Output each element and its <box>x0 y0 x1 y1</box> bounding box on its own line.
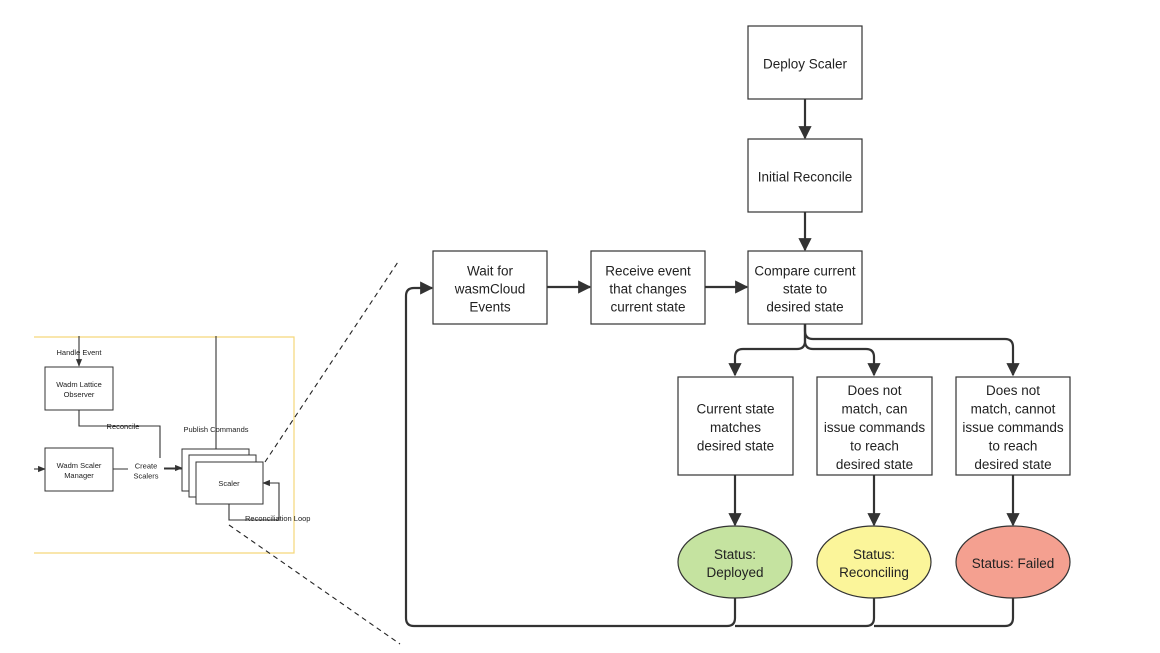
initial-reconcile-label: Initial Reconcile <box>758 169 853 184</box>
scaler-label: Scaler <box>218 479 240 488</box>
branch-to-cannot-issue-arrow <box>803 324 1020 377</box>
reconciliation-loop-connector <box>228 479 280 521</box>
zoom-line-top <box>264 261 399 463</box>
can-issue-box <box>816 376 933 476</box>
handle-event-label: Handle Event <box>56 348 102 357</box>
overview-frame <box>34 336 295 554</box>
status-reconciling-label: Status:Reconciling <box>839 547 909 580</box>
failed-return-line <box>874 598 1015 628</box>
receive-event-box <box>590 250 706 325</box>
status-failed-label: Status: Failed <box>972 556 1055 571</box>
compare-state-box <box>747 250 863 325</box>
deploy-scaler-label: Deploy Scaler <box>763 56 848 71</box>
publish-commands-label: Publish Commands <box>183 425 248 434</box>
reconcile-connector <box>78 410 183 472</box>
status-deployed-ellipse <box>677 525 793 599</box>
cannot-issue-box <box>955 376 1071 476</box>
status-reconciling-ellipse <box>816 525 932 599</box>
branch-to-can-issue-arrow <box>803 324 881 377</box>
reconciling-return-line <box>735 598 876 628</box>
matches-box <box>677 376 794 476</box>
scaler-box <box>195 461 264 505</box>
branch-to-matches-arrow <box>728 324 807 377</box>
deploy-scaler-box <box>747 25 863 100</box>
loop-back-connector <box>404 281 737 628</box>
zoom-line-bottom <box>228 524 401 645</box>
create-scalers-label-bg <box>128 458 164 482</box>
reconciliation-loop-label: Reconciliation Loop <box>245 514 310 523</box>
lattice-observer-box <box>44 366 114 411</box>
reconcile-label: Reconcile <box>107 422 140 431</box>
reconcile-flow: Deploy Scaler Initial Reconcile Wait for… <box>404 25 1071 628</box>
initial-reconcile-box <box>747 138 863 213</box>
status-deployed-label: Status:Deployed <box>706 547 763 580</box>
